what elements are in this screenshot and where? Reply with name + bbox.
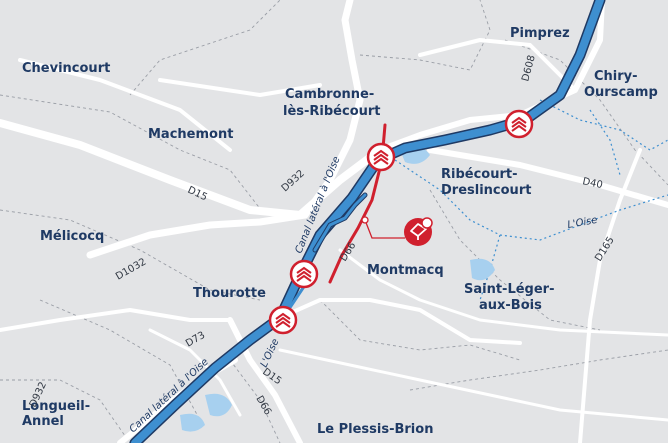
- callout-dot: [361, 216, 369, 224]
- town-label-plessis-brion: Le Plessis-Brion: [317, 422, 433, 437]
- town-label-ribecourt-line2: Dreslincourt: [441, 183, 531, 198]
- canal-lateral: [129, 0, 606, 443]
- town-label-ribecourt-line1: Ribécourt-: [441, 167, 518, 182]
- ponds: [180, 146, 495, 432]
- town-label-longueil-line1: Longueil-: [22, 399, 90, 414]
- town-label-pimprez: Pimprez: [510, 26, 570, 41]
- lock-icon[interactable]: [289, 259, 319, 289]
- river-label-oise-east: L'Oise: [567, 215, 599, 231]
- town-label-saint-leger-line2: aux-Bois: [479, 298, 542, 313]
- town-label-thourotte: Thourotte: [193, 286, 266, 301]
- town-label-longueil-line2: Annel: [22, 414, 64, 429]
- lock-icon[interactable]: [268, 305, 298, 335]
- town-label-montmacq: Montmacq: [367, 263, 444, 278]
- town-label-chevincourt: Chevincourt: [22, 61, 110, 76]
- town-label-chiry-line1: Chiry-: [594, 69, 638, 84]
- worksite-icon[interactable]: [404, 217, 433, 246]
- town-label-cambronne-line2: lès-Ribécourt: [283, 104, 381, 119]
- lock-icon[interactable]: [366, 142, 396, 172]
- lock-icon[interactable]: [504, 109, 534, 139]
- town-label-saint-leger-line1: Saint-Léger-: [464, 282, 555, 297]
- callout-line: [364, 219, 405, 239]
- town-label-machemont: Machemont: [148, 127, 233, 142]
- town-label-melicocq: Mélicocq: [40, 229, 104, 244]
- road-label-d40: D40: [581, 176, 603, 191]
- town-label-cambronne-line1: Cambronne-: [285, 87, 374, 102]
- town-label-chiry-line2: Ourscamp: [584, 85, 658, 100]
